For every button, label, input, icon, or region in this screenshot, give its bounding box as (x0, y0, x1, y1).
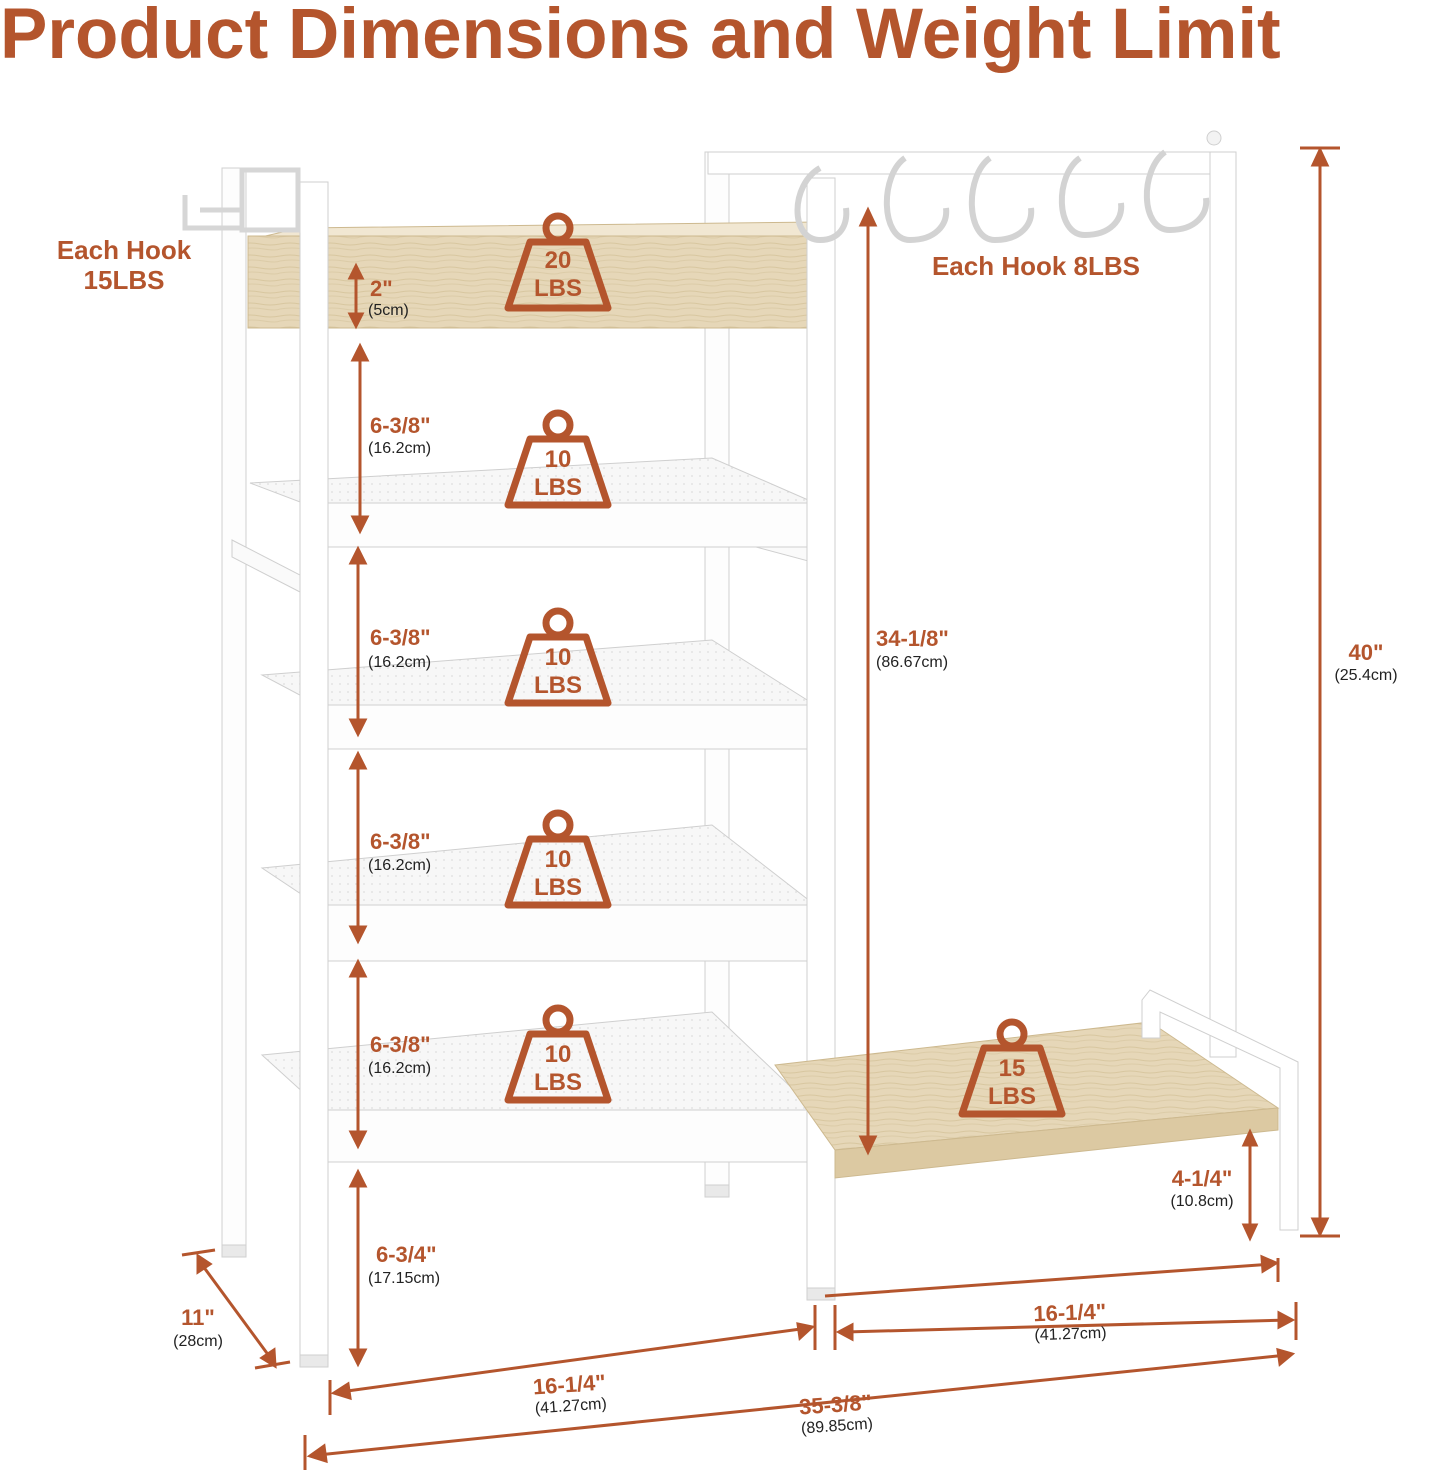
page-title: Product Dimensions and Weight Limit (0, 0, 1281, 74)
hook-icon (794, 165, 850, 244)
gap2-metric: (16.2cm) (368, 654, 431, 671)
gap4-metric: (16.2cm) (368, 1060, 431, 1077)
left-hook-label-line1: Each Hook (57, 235, 192, 265)
mesh-shelf-5 (260, 1011, 819, 1163)
bottom-gap-imperial: 6-3/4" (376, 1242, 437, 1267)
weight-unit: LBS (534, 874, 582, 901)
back-left-post (221, 167, 247, 1254)
tray-depth-metric: (5cm) (368, 302, 409, 319)
hanging-height-metric: (86.67cm) (876, 654, 948, 671)
weight-icon-shelf-2: 10 LBS (504, 409, 612, 509)
foot (221, 1244, 247, 1258)
weight-unit: LBS (534, 1069, 582, 1096)
bottom-wood-shelf-edge (834, 1107, 1279, 1179)
weight-value: 10 (545, 1041, 572, 1068)
weight-unit: LBS (534, 672, 582, 699)
hanging-frame (707, 130, 1299, 1231)
mesh-shelf-3 (260, 639, 819, 750)
weight-unit: LBS (534, 474, 582, 501)
gap3-metric: (16.2cm) (368, 857, 431, 874)
top-tray-front (247, 235, 821, 329)
weight-value: 10 (545, 446, 572, 473)
front-left-post (299, 181, 329, 1366)
weight-unit: LBS (534, 275, 582, 302)
gap2-imperial: 6-3/8" (370, 625, 431, 650)
gap4-imperial: 6-3/8" (370, 1032, 431, 1057)
weight-icon-bottom-shelf: 15 LBS (958, 1018, 1066, 1118)
right-width-metric: (41.27cm) (1034, 1325, 1107, 1345)
tray-depth-imperial: 2" (370, 276, 393, 301)
hook-icon (1058, 155, 1125, 239)
weight-value: 10 (545, 644, 572, 671)
right-width-imperial: 16-1/4" (1033, 1299, 1107, 1327)
depth-imperial: 11" (181, 1305, 215, 1330)
weight-unit: LBS (988, 1083, 1036, 1110)
shelf-height-metric: (10.8cm) (1170, 1193, 1233, 1210)
shelf-height-imperial: 4-1/4" (1172, 1166, 1233, 1191)
hanging-height-imperial: 34-1/8" (876, 626, 949, 651)
total-width-imperial: 35-3/8" (798, 1390, 872, 1420)
right-hook-label: Each Hook 8LBS (932, 251, 1140, 281)
side-hook-icon (182, 195, 240, 231)
depth-metric: (28cm) (173, 1333, 223, 1350)
shelf-support (1141, 989, 1299, 1231)
weight-icon-shelf-4: 10 LBS (504, 809, 612, 909)
hook-icon (883, 155, 950, 244)
total-height-metric: (25.4cm) (1334, 667, 1397, 684)
hook-icon (968, 155, 1035, 244)
weight-icon-shelf-3: 10 LBS (504, 607, 612, 707)
total-height-imperial: 40" (1349, 640, 1384, 665)
bottom-gap-metric: (17.15cm) (368, 1270, 440, 1287)
gap1-imperial: 6-3/8" (370, 413, 431, 438)
rail-knob (1206, 130, 1222, 146)
weight-value: 10 (545, 846, 572, 873)
mesh-shelf-4 (260, 824, 819, 962)
weight-value: 15 (999, 1055, 1026, 1082)
hook-bracket (239, 167, 301, 233)
foot (806, 1287, 836, 1301)
gap3-imperial: 6-3/8" (370, 829, 431, 854)
weight-value: 20 (545, 247, 572, 274)
left-width-metric: (41.27cm) (534, 1395, 607, 1417)
hook-icon (1143, 149, 1210, 234)
dimension-labels: 2" (5cm) 6-3/8" (16.2cm) 6-3/8" (16.2cm)… (173, 276, 1397, 1437)
left-hook-label-line2: 15LBS (84, 265, 165, 295)
weight-icon-top-tray: 20 LBS (504, 212, 612, 312)
right-post (1209, 151, 1237, 1058)
left-width-imperial: 16-1/4" (532, 1370, 606, 1400)
weight-icon-shelf-5: 10 LBS (504, 1004, 612, 1104)
dimension-lines (181, 146, 1340, 1470)
mesh-shelf-2 (249, 457, 819, 548)
foot (704, 1184, 730, 1198)
total-width-metric: (89.85cm) (800, 1415, 873, 1437)
left-shelf-tower (182, 151, 836, 1368)
gap1-metric: (16.2cm) (368, 440, 431, 457)
foot (299, 1354, 329, 1368)
